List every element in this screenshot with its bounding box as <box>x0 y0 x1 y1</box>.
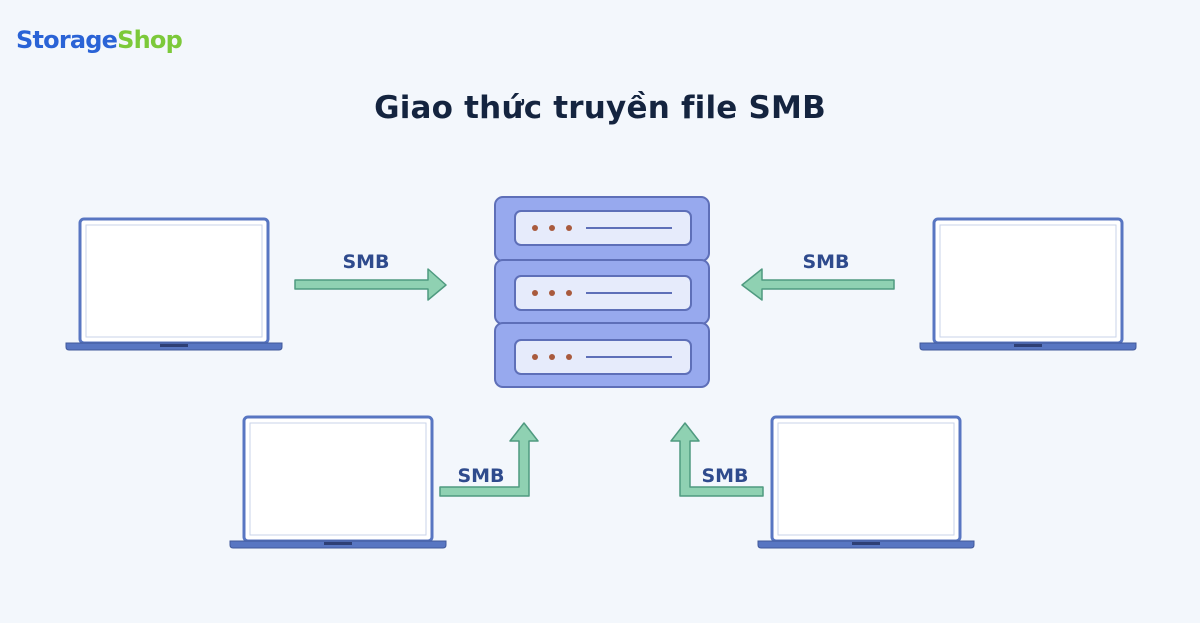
diagram-title: Giao thức truyền file SMB <box>374 90 826 126</box>
arrow-top-left <box>294 268 447 301</box>
laptop-icon-top-left <box>64 217 284 352</box>
brand-logo-part-1: Storage <box>16 26 118 54</box>
brand-logo-part-2: Shop <box>117 26 183 54</box>
arrow-bottom-left <box>439 422 539 497</box>
arrow-bottom-right <box>670 422 764 497</box>
laptop-icon-top-right <box>918 217 1138 352</box>
server-icon <box>494 196 710 388</box>
server-unit <box>494 259 710 325</box>
brand-logo: StorageShop <box>16 24 183 56</box>
smb-label-top-left: SMB <box>342 251 389 273</box>
smb-label-bottom-right: SMB <box>701 465 748 487</box>
server-unit <box>494 322 710 388</box>
server-unit <box>494 196 710 262</box>
smb-label-bottom-left: SMB <box>457 465 504 487</box>
smb-label-top-right: SMB <box>802 251 849 273</box>
laptop-icon-bottom-right <box>756 415 976 550</box>
laptop-icon-bottom-left <box>228 415 448 550</box>
arrow-top-right <box>741 268 895 301</box>
